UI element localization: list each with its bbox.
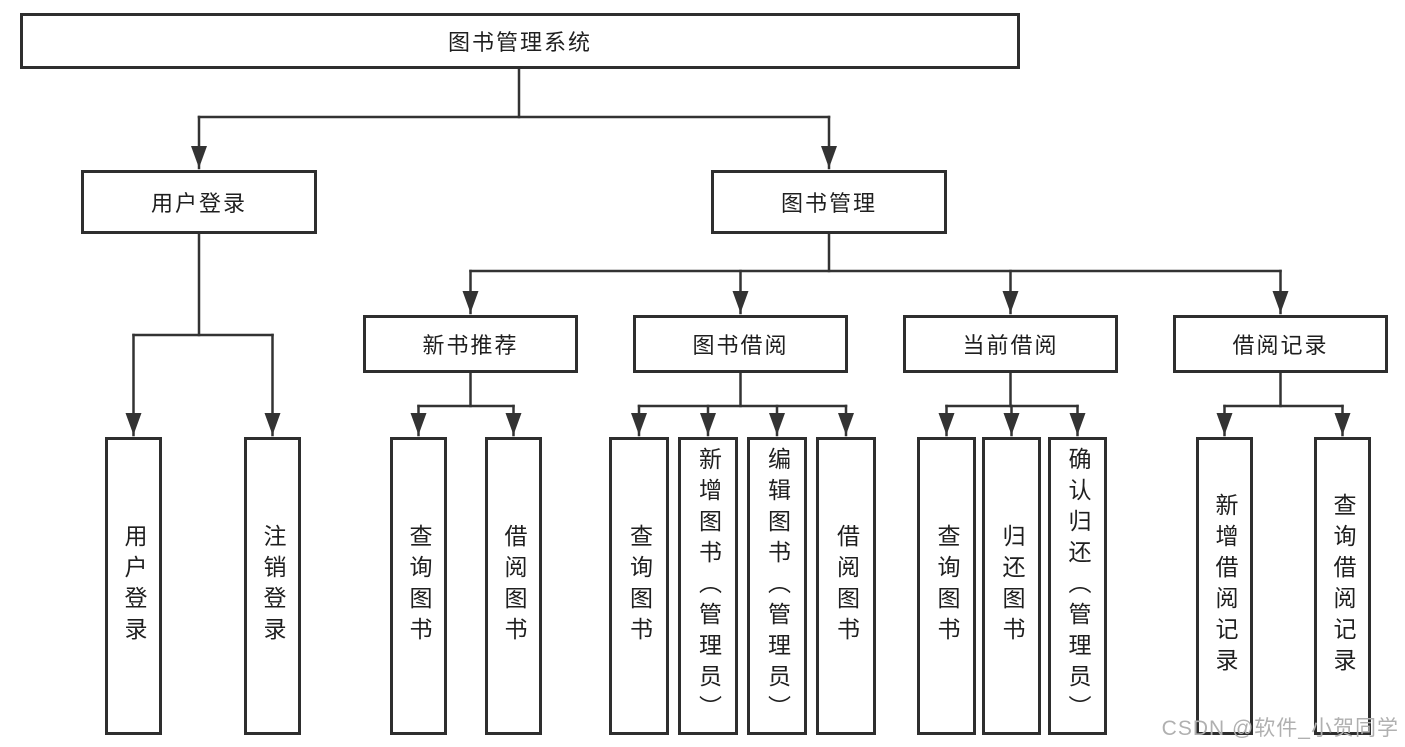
node-label: 新增图书（管理员） (695, 446, 722, 726)
leaf-edit-book-admin: 编辑图书（管理员） (747, 437, 807, 735)
leaf-borrow-books: 借阅图书 (816, 437, 876, 735)
node-label: 查询图书 (406, 524, 432, 648)
leaf-query-borrow-record: 查询借阅记录 (1314, 437, 1371, 735)
node-library-management-system: 图书管理系统 (20, 13, 1020, 69)
leaf-add-book-admin: 新增图书（管理员） (678, 437, 738, 735)
node-label: 图书管理系统 (447, 30, 592, 55)
node-label: 借阅图书 (833, 524, 860, 648)
node-borrowing-records: 借阅记录 (1173, 315, 1388, 373)
node-label: 图书管理 (780, 191, 877, 216)
leaf-query-books-current: 查询图书 (917, 437, 976, 735)
node-label: 查询借阅记录 (1330, 493, 1356, 679)
leaf-return-books: 归还图书 (982, 437, 1041, 735)
node-label: 确认归还（管理员） (1065, 446, 1091, 726)
leaf-add-borrow-record: 新增借阅记录 (1196, 437, 1253, 735)
node-label: 图书借阅 (692, 333, 789, 358)
node-label: 归还图书 (999, 524, 1025, 648)
node-label: 用户登录 (121, 524, 147, 648)
node-label: 借阅图书 (501, 524, 527, 648)
node-book-management: 图书管理 (711, 170, 947, 234)
node-label: 新书推荐 (422, 333, 519, 358)
node-label: 编辑图书（管理员） (764, 446, 791, 726)
node-user-login: 用户登录 (81, 170, 317, 234)
leaf-borrow-books-recommend: 借阅图书 (485, 437, 542, 735)
node-label: 借阅记录 (1232, 333, 1329, 358)
leaf-query-books-recommend: 查询图书 (390, 437, 447, 735)
node-current-borrowing: 当前借阅 (903, 315, 1118, 373)
node-new-book-recommendation: 新书推荐 (363, 315, 578, 373)
leaf-user-login: 用户登录 (105, 437, 162, 735)
node-label: 用户登录 (150, 191, 247, 216)
csdn-watermark: CSDN @软件_小贺同学 (1161, 717, 1399, 740)
leaf-query-books-borrow: 查询图书 (609, 437, 669, 735)
node-label: 当前借阅 (962, 333, 1059, 358)
leaf-logout: 注销登录 (244, 437, 301, 735)
node-label: 新增借阅记录 (1212, 493, 1238, 679)
node-label: 查询图书 (934, 524, 960, 648)
leaf-confirm-return-admin: 确认归还（管理员） (1048, 437, 1107, 735)
node-label: 注销登录 (260, 524, 286, 648)
node-label: 查询图书 (626, 524, 653, 648)
node-book-borrowing: 图书借阅 (633, 315, 848, 373)
